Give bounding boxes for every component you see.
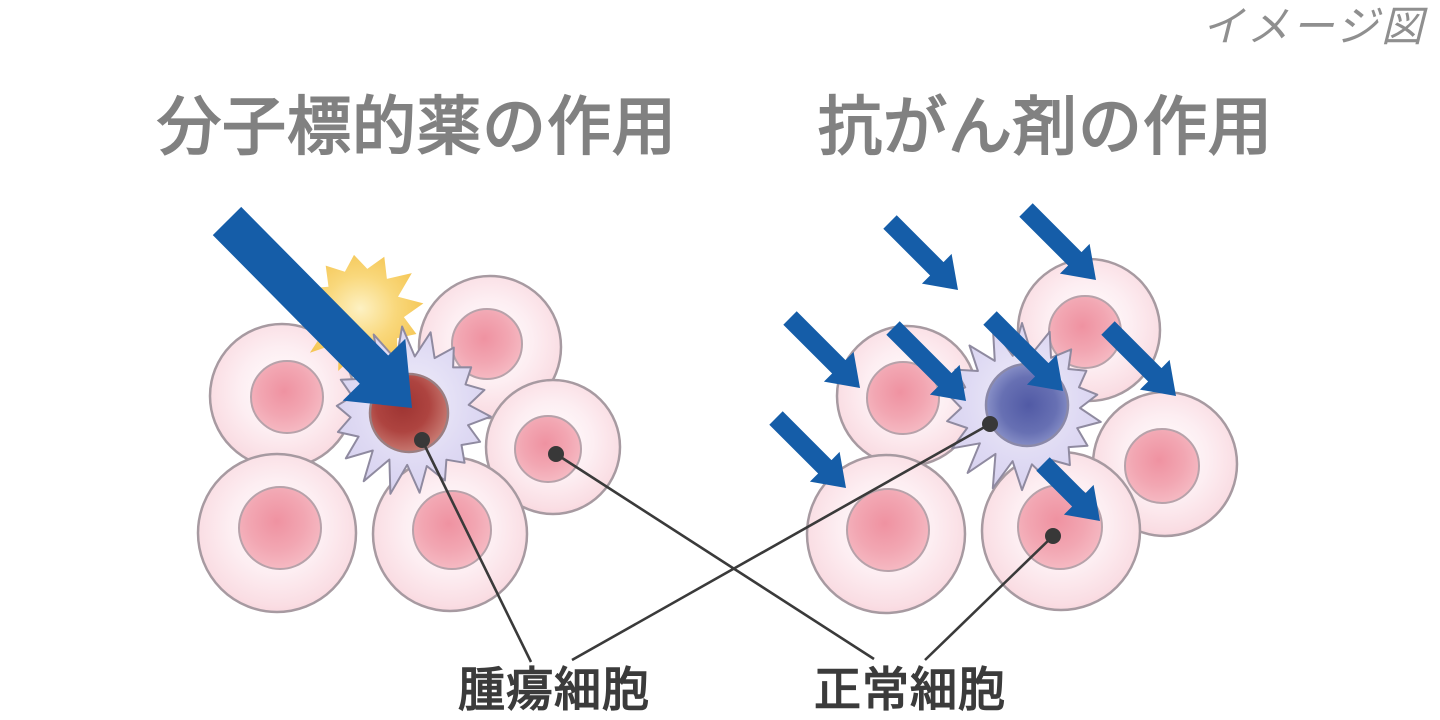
targeted-drug-arrow-icon (212, 206, 412, 408)
normal-cell-label: 正常細胞 (814, 663, 1006, 716)
callout-line-left-tumor-cell (420, 439, 533, 663)
tumor-cell-label: 腫瘍細胞 (458, 663, 650, 716)
left-title: 分子標的薬の作用 (157, 91, 677, 163)
right-normal-cell (805, 453, 967, 615)
chemo-arrow-icon-1 (883, 215, 958, 290)
callout-lines (414, 416, 1061, 663)
right-normal-cell (835, 324, 979, 468)
cell-nucleus (451, 308, 523, 380)
cell-nucleus (846, 488, 930, 572)
right-title: 抗がん剤の作用 (818, 91, 1273, 163)
left-normal-cell (208, 322, 356, 470)
cell-nucleus (514, 415, 582, 483)
callout-dot-right-normal-cell (1045, 528, 1061, 544)
chemo-arrow-icon-2 (1019, 203, 1096, 280)
cell-nucleus (250, 360, 324, 434)
callout-dot-left-normal-cell (548, 446, 564, 462)
chemo-arrow-icon-4 (886, 321, 966, 401)
chemo-arrow-icon-3 (783, 311, 860, 388)
cell-nucleus (412, 490, 492, 570)
cell-nucleus (866, 361, 940, 435)
cell-nucleus (238, 486, 322, 570)
chemo-arrow-icon-5 (983, 311, 1063, 391)
callout-dot-left-tumor-cell (414, 432, 430, 448)
callout-line-left-normal-cell (555, 452, 875, 661)
callout-dot-right-tumor-cell (982, 416, 998, 432)
left-normal-cell (196, 452, 358, 614)
callout-line-right-normal-cell (924, 535, 1054, 661)
chemo-arrow-icon-6 (1101, 321, 1176, 396)
cell-nucleus (1124, 428, 1200, 504)
image-note-label: イメージ図 (1201, 3, 1426, 50)
chemo-arrow-icon-8 (1036, 457, 1100, 521)
left-cell-cluster (196, 206, 622, 614)
callout-line-right-tumor-cell (571, 422, 991, 662)
chemo-arrow-icon-7 (769, 411, 846, 488)
right-cell-cluster (769, 203, 1239, 615)
